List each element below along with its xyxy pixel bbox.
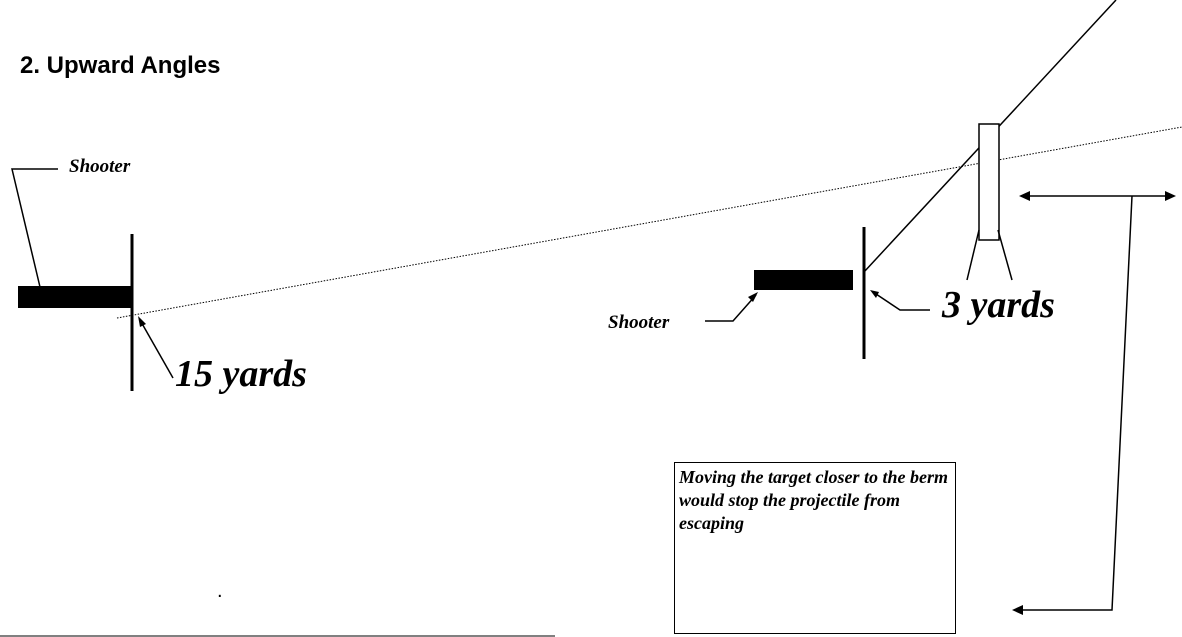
trajectory-line-15-yards — [116, 126, 1182, 319]
distance-leader-left — [139, 319, 174, 379]
distance-leader-right — [872, 291, 930, 311]
shooter-leader-left — [11, 168, 58, 288]
page-title: 2. Upward Angles — [20, 52, 221, 79]
distance-label-right: 3 yards — [942, 284, 1055, 326]
shooter-label-left: Shooter — [69, 156, 131, 177]
note-callout-leader — [1020, 195, 1133, 611]
note-callout-arrowhead — [1012, 605, 1023, 615]
distance-arrowhead-right — [870, 290, 879, 298]
double-arrow-head-right — [1165, 191, 1176, 201]
shooter-bar-right — [754, 270, 853, 290]
distance-label-left: 15 yards — [175, 353, 307, 395]
shooter-leader-right — [705, 294, 757, 322]
shooter-bar-left — [18, 286, 133, 308]
target-stand-leg-right — [997, 229, 1013, 281]
note-box: Moving the target closer to the berm wou… — [674, 462, 956, 634]
distance-arrowhead-left — [138, 316, 146, 327]
shooter-label-right: Shooter — [608, 312, 670, 333]
shooter-arrowhead-right — [748, 292, 758, 302]
double-arrow-head-left — [1019, 191, 1030, 201]
stray-dot: . — [217, 580, 223, 602]
target-stand-leg-left — [966, 229, 980, 281]
target-board — [978, 123, 1000, 241]
